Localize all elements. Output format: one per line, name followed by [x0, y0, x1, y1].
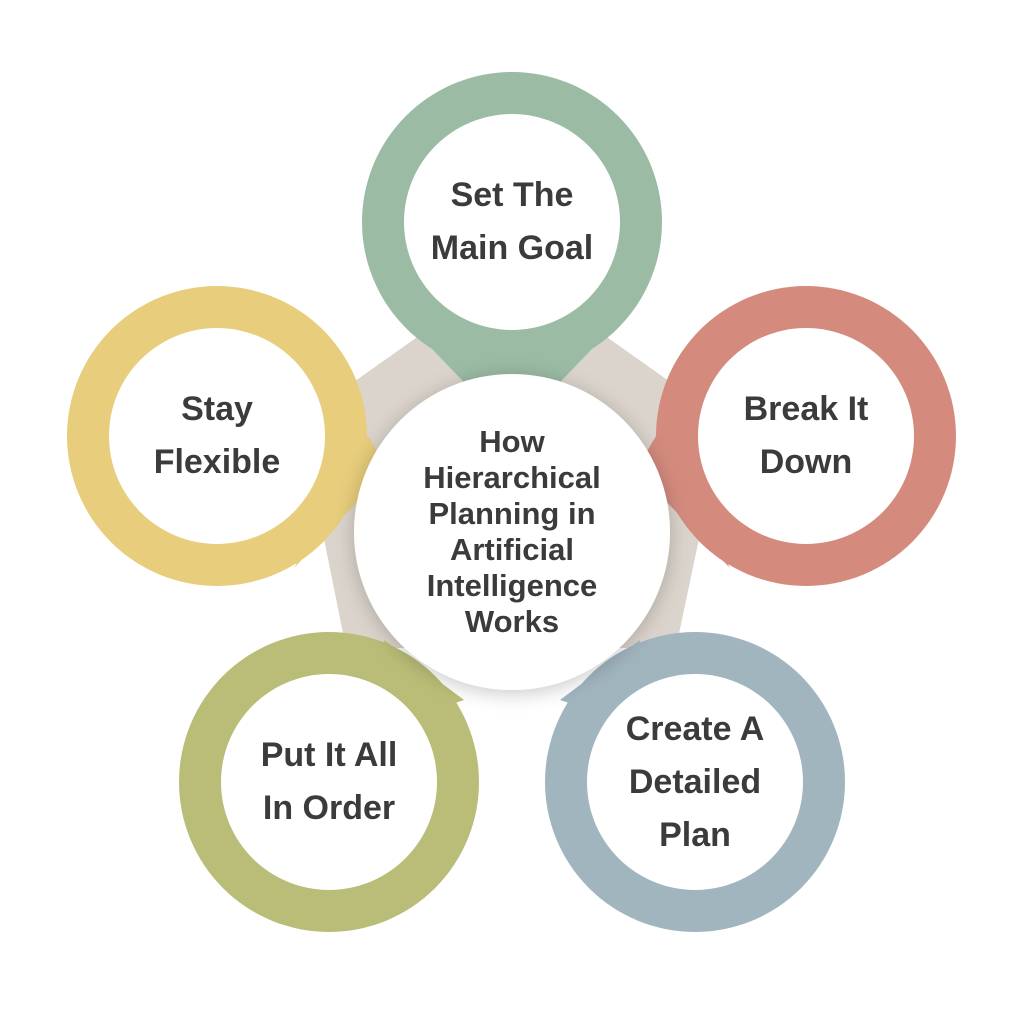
center-hub [354, 374, 670, 690]
node-inner-detailed [587, 674, 803, 890]
node-inner-main-goal [404, 114, 620, 330]
center-title-line: How [479, 424, 545, 459]
node-label-line: In Order [262, 789, 396, 827]
node-label-main-goal: Set The Main Goal [412, 162, 612, 282]
node-label-break-down: Break It Down [706, 376, 906, 496]
center-title-line: Works [464, 604, 560, 639]
node-label-line: Flexible [153, 443, 281, 481]
node-label-line: Down [759, 443, 853, 481]
center-title-line: Artificial [449, 532, 575, 567]
node-label-line: Detailed [628, 762, 762, 801]
node-inner-flexible [109, 328, 325, 544]
node-label-flexible: Stay Flexible [117, 376, 317, 496]
center-title-line: Planning in [428, 496, 596, 531]
node-inner-order [221, 674, 437, 890]
node-label-line: Stay [181, 390, 253, 428]
node-label-line: Main Goal [430, 229, 594, 267]
center-title-line: Hierarchical [423, 460, 601, 495]
center-title-line: Intelligence [426, 568, 598, 603]
node-label-order: Put It All In Order [229, 722, 429, 842]
node-label-line: Set The [450, 176, 574, 214]
node-label-line: Create A [625, 709, 765, 748]
node-label-detailed: Create A Detailed Plan [595, 702, 795, 862]
node-label-line: Break It [743, 390, 869, 428]
center-title: How Hierarchical Planning in Artificial … [382, 412, 642, 652]
node-label-line: Plan [659, 815, 731, 854]
node-label-line: Put It All [260, 736, 398, 774]
node-inner-break-down [698, 328, 914, 544]
